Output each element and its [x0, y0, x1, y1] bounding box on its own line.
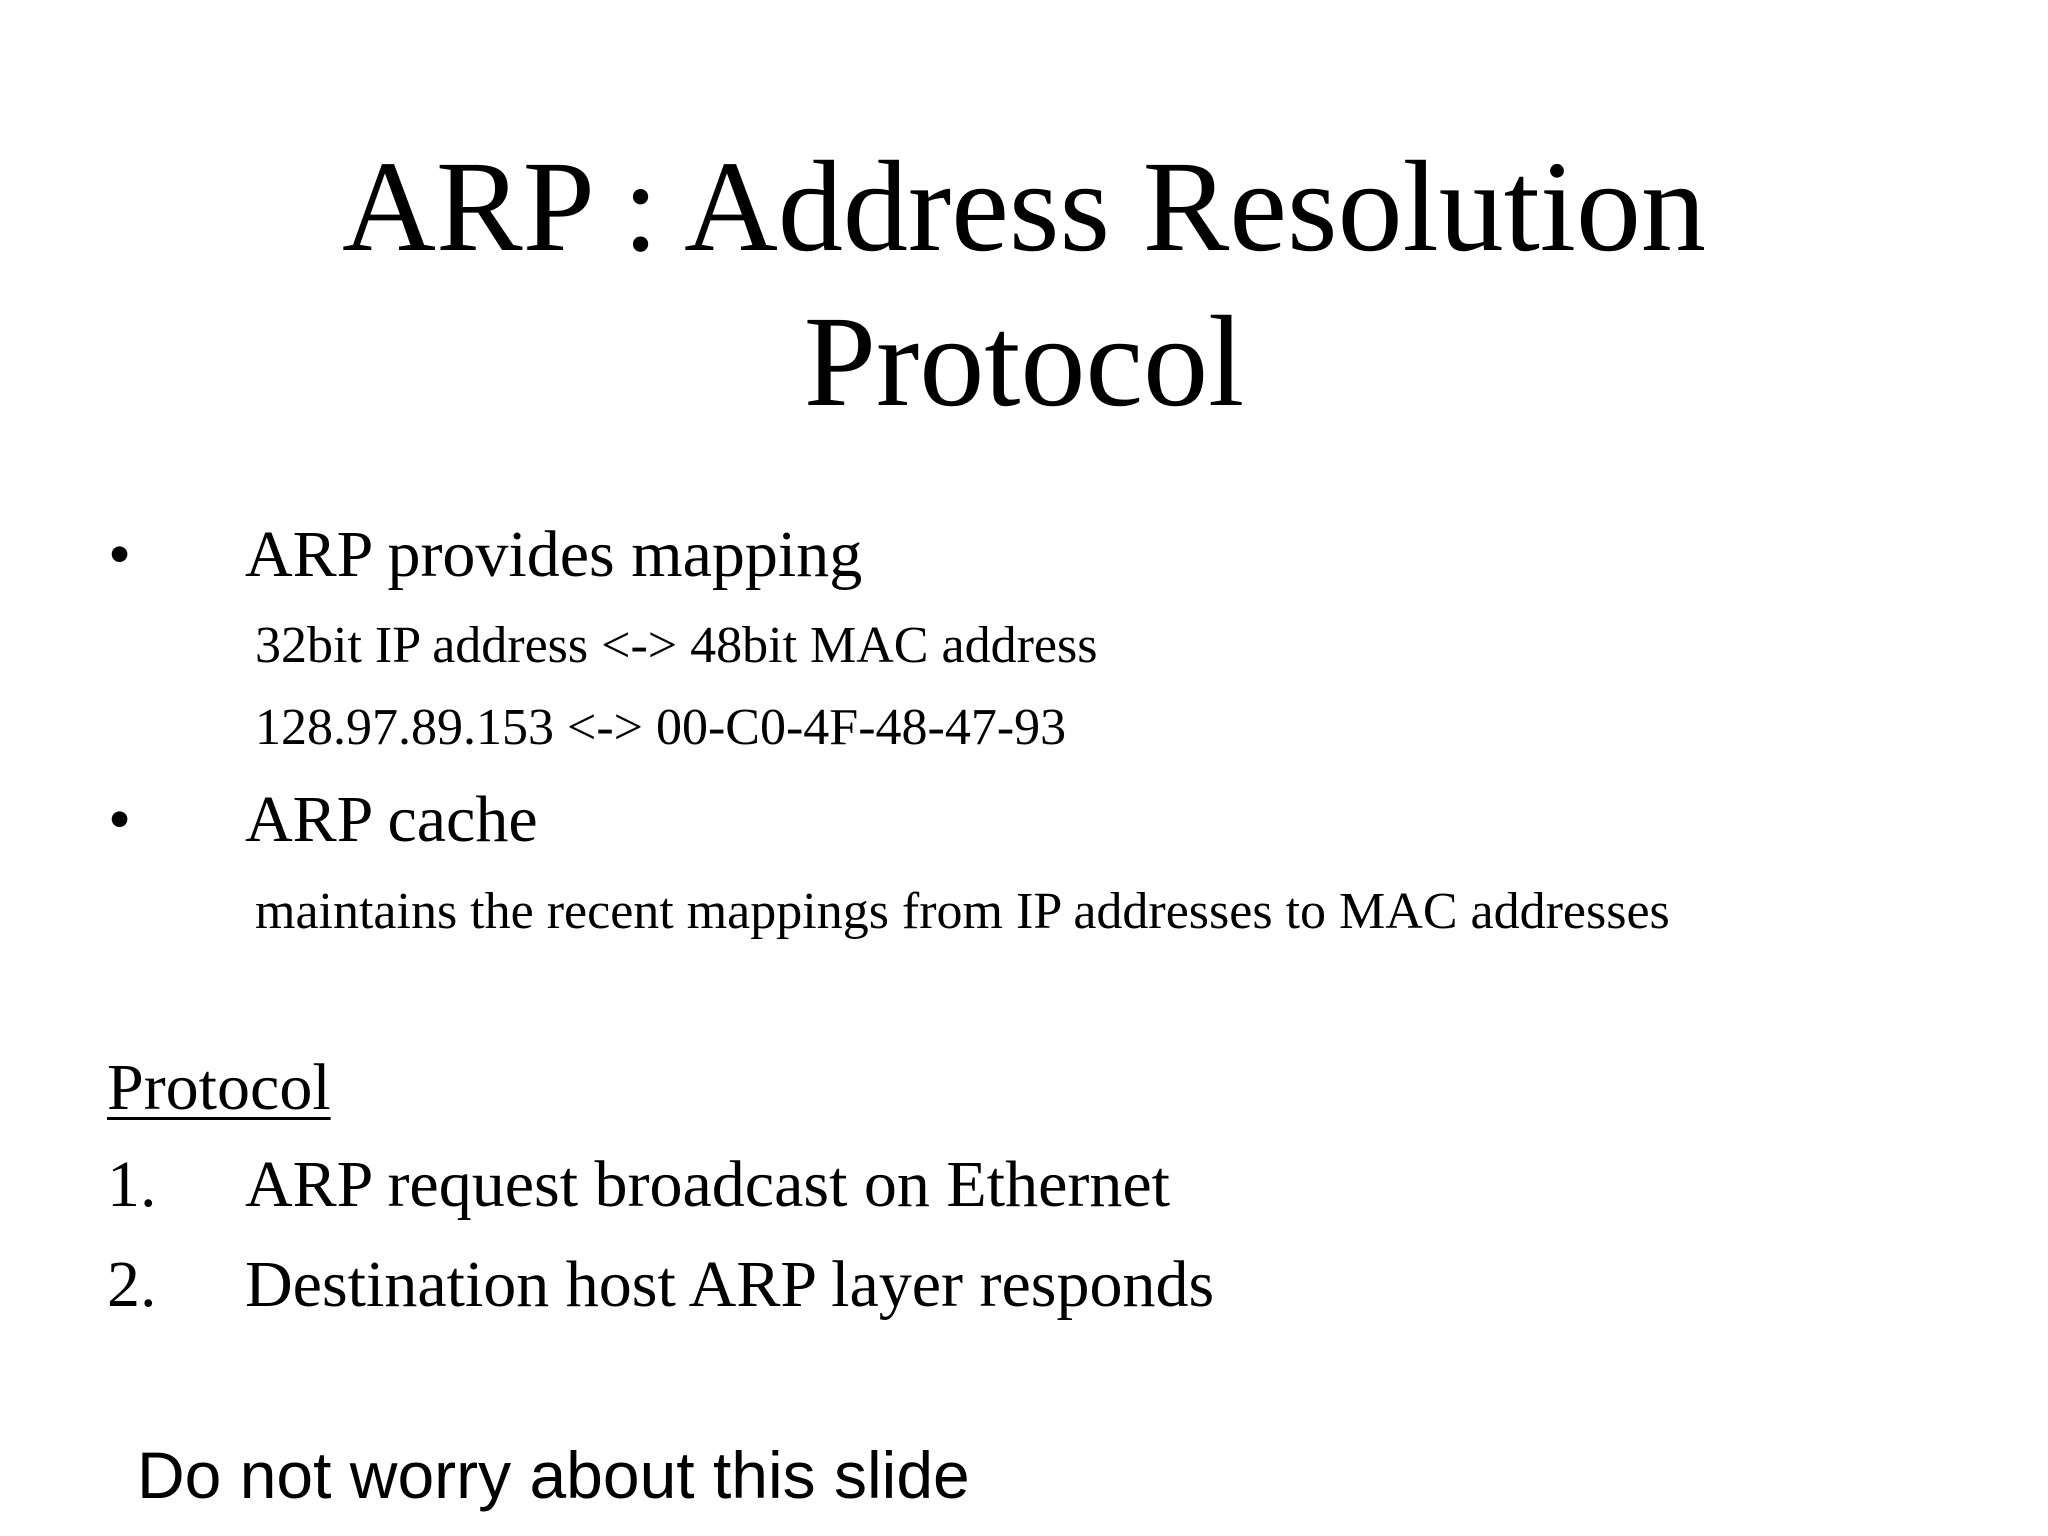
step-number: 2.	[107, 1248, 157, 1321]
bullet-text-arp-cache: ARP cache	[245, 783, 538, 856]
title-line-1: ARP : Address Resolution	[342, 135, 1706, 279]
bullet-marker: •	[108, 783, 132, 856]
step-number: 1.	[107, 1148, 157, 1221]
bullet-text-arp-mapping: ARP provides mapping	[245, 518, 863, 591]
subline-address-example: 128.97.89.153 <-> 00-C0-4F-48-47-93	[255, 699, 1067, 756]
slide-title: ARP : Address Resolution Protocol	[0, 130, 2048, 440]
subline-address-sizes: 32bit IP address <-> 48bit MAC address	[255, 617, 1098, 674]
title-line-2: Protocol	[803, 290, 1245, 434]
protocol-heading: Protocol	[107, 1051, 331, 1124]
footer-note: Do not worry about this slide	[137, 1438, 970, 1512]
subline-cache-description: maintains the recent mappings from IP ad…	[255, 883, 1670, 940]
step-text: Destination host ARP layer responds	[245, 1248, 1215, 1321]
bullet-marker: •	[108, 518, 132, 591]
step-text: ARP request broadcast on Ethernet	[245, 1148, 1170, 1221]
